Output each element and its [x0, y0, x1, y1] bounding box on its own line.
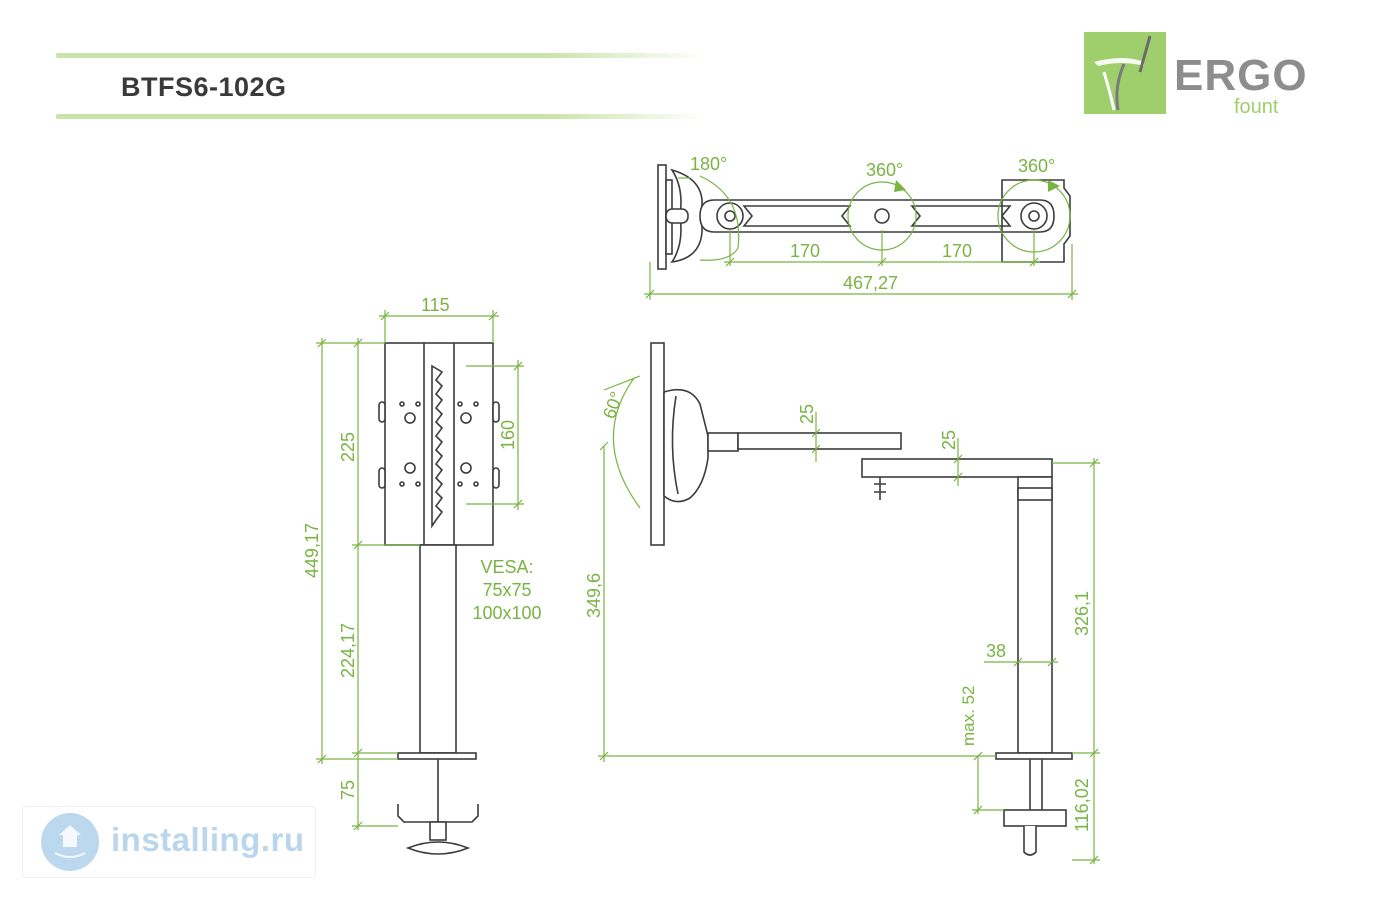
side-clamp-screw [1023, 826, 1037, 856]
logo-sub: fount [1234, 96, 1279, 118]
watermark-text: installing.ru [111, 821, 305, 858]
side-view-dimensions [598, 375, 1100, 865]
dim-clamp-total: 116,02 [1072, 778, 1092, 832]
dim-tilt-60: 60° [599, 389, 627, 421]
vesa-label: VESA: 75x75 100x100 [462, 556, 552, 625]
front-view [378, 342, 500, 855]
front-base-plate [397, 752, 477, 760]
dim-side-pole-height: 326,1 [1072, 591, 1092, 636]
dim-vesa-hole: 160 [498, 420, 518, 450]
front-clamp-handle [405, 841, 471, 855]
front-view-dimensions [316, 310, 524, 831]
logo-mark-icon [1084, 32, 1166, 114]
arc-180 [699, 175, 740, 261]
ergofount-logo: ERGO fount [1082, 30, 1307, 130]
vesa-title: VESA: [480, 557, 534, 577]
dim-arm1-thickness: 25 [797, 404, 817, 424]
dim-pole-height: 224,17 [338, 623, 358, 678]
side-view [650, 342, 1073, 856]
side-arm-2 [861, 458, 1053, 478]
side-base-plate [995, 752, 1073, 760]
vesa-size-100: 100x100 [472, 603, 542, 623]
dim-seg-1: 170 [790, 241, 820, 261]
side-tilt-head [663, 388, 709, 503]
watermark-badge-icon [41, 813, 99, 871]
side-pole [1017, 476, 1053, 754]
top-view [657, 164, 1071, 270]
top-monitor-plate [657, 164, 667, 270]
dim-total-reach: 467,27 [843, 273, 898, 293]
top-tilt-knob [665, 208, 689, 224]
front-rack [431, 364, 444, 529]
top-view-dimensions [644, 175, 1078, 300]
header-rule-bottom [56, 114, 706, 119]
top-joint-mid [874, 208, 890, 224]
dim-pole-width: 38 [986, 641, 1006, 661]
header-rule-top [56, 53, 706, 58]
side-clamp [1003, 809, 1067, 827]
side-arm-1 [737, 432, 902, 450]
front-pole [419, 544, 457, 754]
top-joint-2 [1020, 202, 1048, 230]
dim-angle-180: 180° [690, 154, 727, 174]
top-joint-2-bolt [1028, 210, 1040, 222]
vesa-size-75: 75x75 [482, 580, 532, 600]
top-joint-1-bolt [724, 210, 736, 222]
side-arm-joint [707, 432, 739, 452]
dim-seg-2: 170 [942, 241, 972, 261]
header: BTFS6-102G [0, 0, 1400, 140]
dim-total-height: 449,17 [302, 523, 322, 578]
dim-side-height: 349,6 [584, 573, 604, 618]
dim-desk-max: max. 52 [959, 686, 978, 746]
logo-word: ERGO [1174, 51, 1308, 100]
dim-plate-width: 115 [421, 295, 450, 315]
side-monitor [650, 342, 665, 546]
dim-angle-360-mid: 360° [866, 160, 903, 180]
arc-60 [612, 377, 641, 509]
watermark: installing.ru [22, 806, 316, 878]
dim-angle-360-base: 360° [1018, 156, 1055, 176]
model-title: BTFS6-102G [121, 72, 287, 102]
dim-clamp-height: 75 [338, 780, 358, 800]
top-arm-slot-2 [910, 205, 1012, 227]
top-joint-1 [716, 202, 744, 230]
dim-arm2-thickness: 25 [939, 430, 959, 450]
dim-plate-height: 225 [338, 432, 358, 462]
